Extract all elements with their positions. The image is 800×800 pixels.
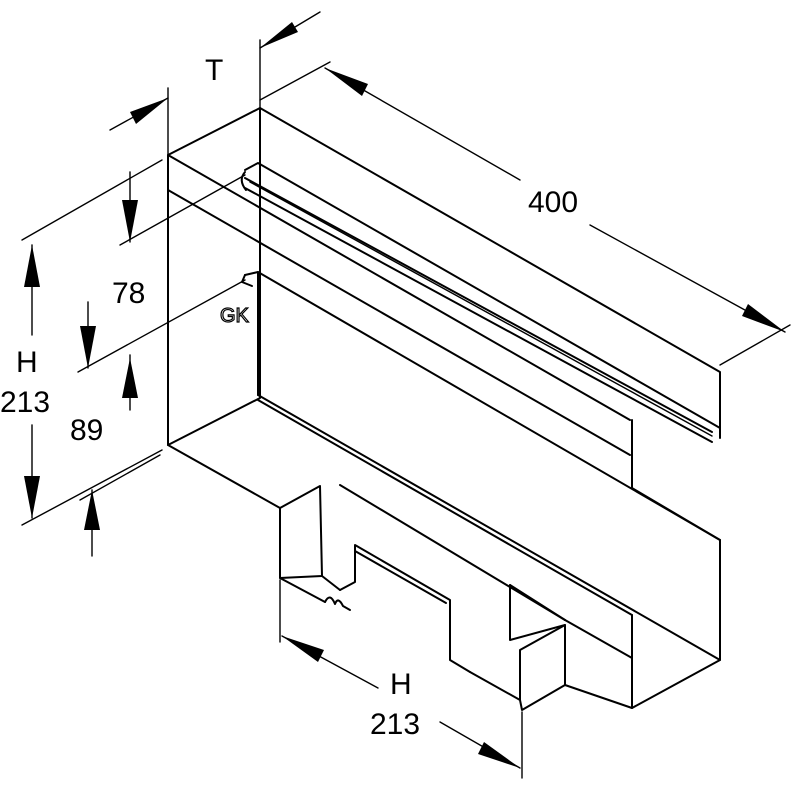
dimension-upper-offset: 78 [112,171,246,310]
height-bottom-arrow-left [282,636,324,662]
duct-body [167,107,721,709]
branch-left-face [279,485,323,579]
lower-cover-top [244,271,721,541]
dimension-lower-offset: 89 [70,279,246,557]
height-left-letter: H [16,346,38,379]
upper-offset-label: 78 [112,277,145,310]
mid-right-edge [631,487,721,541]
branch-right-return [509,584,566,641]
branch-right-top [509,584,566,621]
rail-groove-top [244,177,713,433]
lower-cover-inner-edge [257,399,633,616]
height-bottom-arrow-right [478,742,520,768]
height-bottom-value: 213 [370,708,420,741]
length-arrow-left [325,68,368,96]
right-end-face [631,539,721,709]
lower-cover-front-edge [257,394,721,661]
depth-arrow-left [130,98,168,124]
top-face-outline [259,107,721,439]
top-back-edge [167,189,631,456]
bottom-right-edge [564,684,633,709]
branch-cutout [339,544,471,673]
upper-offset-arrow [122,200,138,242]
branch-left-inner [321,575,341,591]
rail-groove-end [240,171,247,191]
upper-lip [244,162,721,429]
lower-offset-arrow-inner [122,358,138,398]
depth-label: T [205,54,223,87]
underside-edge [339,484,566,621]
height-left-value: 213 [0,386,50,419]
t-branch-outlet [279,485,566,711]
dimension-length: 400 [259,61,791,366]
lower-offset-arrow-top [80,326,96,368]
rail-groove-bottom [244,187,713,443]
height-left-arrow-bottom [24,476,40,518]
branch-left-down [279,577,326,603]
underside-right [564,619,633,659]
dimension-depth: T [109,11,321,156]
lower-offset-arrow-bottom [84,490,100,530]
manufacturer-mark: GK [220,305,250,327]
branch-clip [324,596,351,611]
end-face-left [167,107,261,446]
top-face-inner-edge [167,154,631,421]
height-bottom-letter: H [390,668,412,701]
rail-groove-mid [249,181,713,437]
left-front-bottom-edge [167,444,281,509]
depth-arrow-right [260,22,298,48]
branch-cutout-top [354,550,447,604]
dimension-height-bottom: H 213 [279,579,523,779]
height-left-arrow-top [24,245,40,287]
lower-offset-label: 89 [70,414,103,447]
length-arrow-right [742,304,785,332]
length-label: 400 [528,186,578,219]
dimension-height-left: H 213 [0,159,163,526]
